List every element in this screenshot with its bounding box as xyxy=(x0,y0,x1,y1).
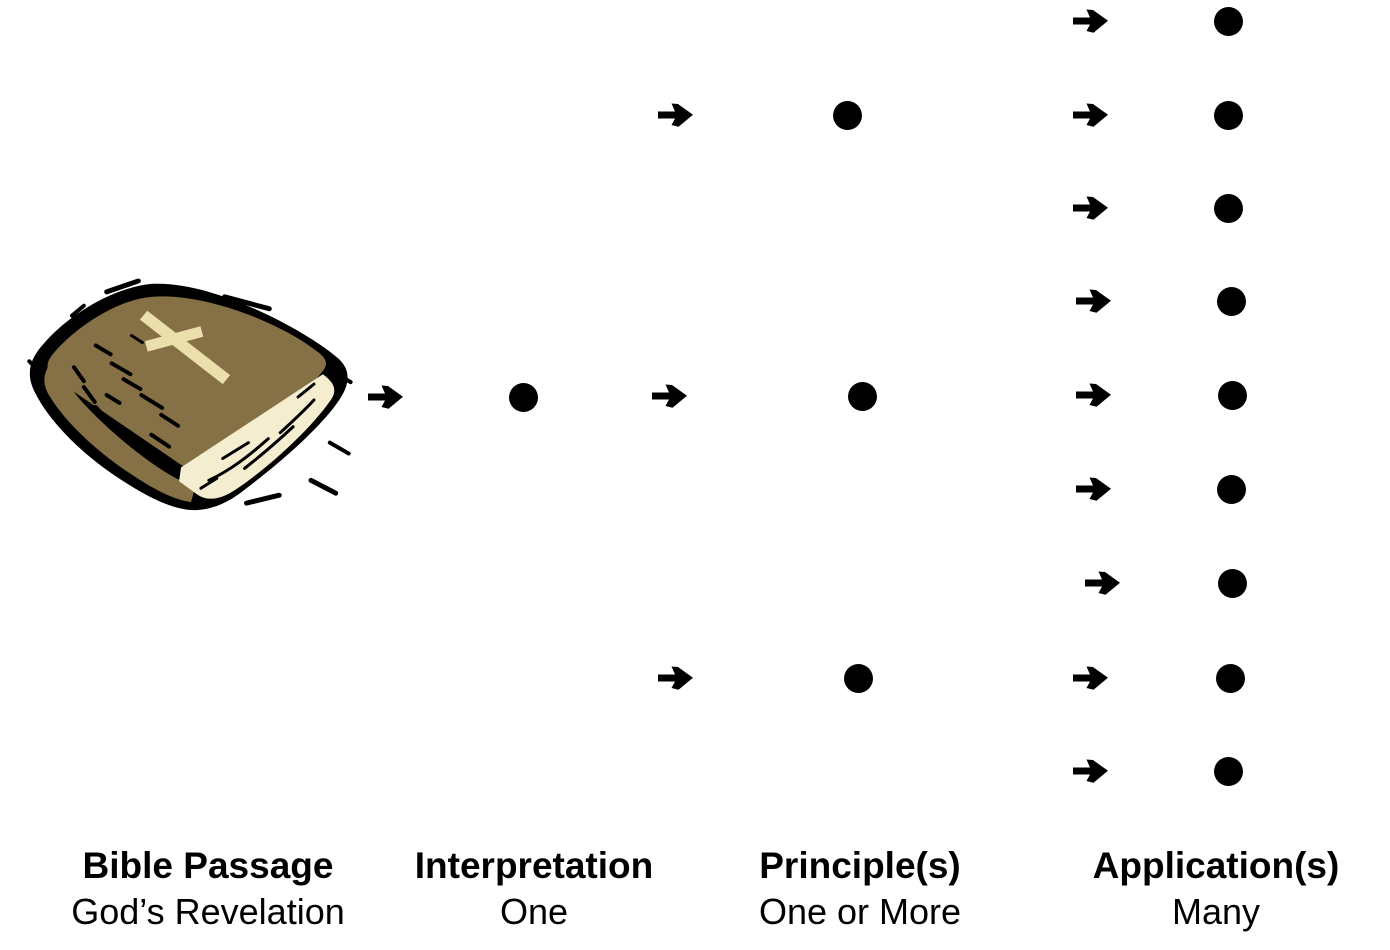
interpretation-dot xyxy=(508,382,538,412)
book-pages xyxy=(179,374,335,499)
principle-dot xyxy=(843,663,873,693)
book-spine xyxy=(44,361,195,503)
stage-title: Application(s) xyxy=(1092,845,1340,886)
application-dot xyxy=(1213,6,1243,36)
stage-label-applications: Application(s) Many xyxy=(1026,843,1390,934)
application-arrow-icon xyxy=(1085,569,1121,597)
principle-dot xyxy=(847,381,877,411)
stage-label-bible-passage: Bible Passage God’s Revelation xyxy=(18,843,398,934)
stage-subtitle: Many xyxy=(1171,891,1261,932)
application-arrow-icon xyxy=(1073,101,1109,129)
application-dot xyxy=(1213,756,1243,786)
application-arrow-icon xyxy=(1076,287,1112,315)
stage-subtitle: One xyxy=(499,891,569,932)
application-arrow-icon xyxy=(1073,664,1109,692)
cover-hatches xyxy=(71,334,181,449)
principle-dot xyxy=(832,100,862,130)
stage-title: Principle(s) xyxy=(759,845,961,886)
application-dot xyxy=(1213,193,1243,223)
stage-subtitle: One or More xyxy=(758,891,962,932)
application-dot xyxy=(1217,380,1247,410)
cross-icon xyxy=(139,310,231,385)
principle-arrow-icon xyxy=(652,382,688,410)
stage-title: Interpretation xyxy=(414,845,654,886)
application-arrow-icon xyxy=(1073,7,1109,35)
application-dot xyxy=(1217,568,1247,598)
application-arrow-icon xyxy=(1076,381,1112,409)
stage-label-principles: Principle(s) One or More xyxy=(670,843,1050,934)
stage-label-interpretation: Interpretation One xyxy=(344,843,724,934)
application-dot xyxy=(1216,286,1246,316)
interpretation-arrow-icon xyxy=(368,383,404,411)
application-arrow-icon xyxy=(1073,194,1109,222)
principle-arrow-icon xyxy=(658,101,694,129)
bible-book-icon xyxy=(27,278,353,511)
application-arrow-icon xyxy=(1076,475,1112,503)
stage-subtitle: God’s Revelation xyxy=(71,891,345,932)
principle-arrow-icon xyxy=(658,664,694,692)
application-dot xyxy=(1215,663,1245,693)
stage-title: Bible Passage xyxy=(82,845,334,886)
application-dot xyxy=(1213,100,1243,130)
application-arrow-icon xyxy=(1073,757,1109,785)
page-lines xyxy=(199,382,316,490)
application-dot xyxy=(1216,474,1246,504)
